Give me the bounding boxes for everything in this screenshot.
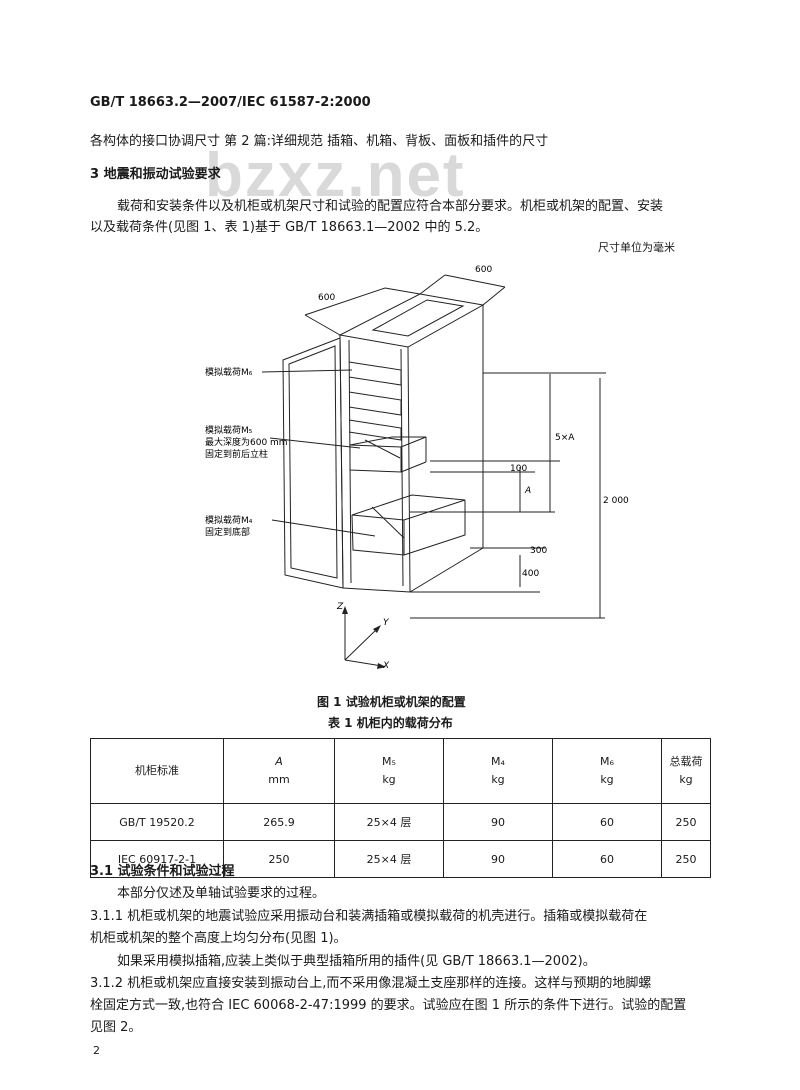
cabinet-top-panel (371, 299, 465, 337)
header-cabinet-standard: 机柜标准 (90, 738, 224, 804)
header-line1: 总载荷 (669, 755, 703, 769)
table-cell: 265.9 (223, 803, 335, 841)
section-3-1-2-line1: 3.1.2 机柜或机架应直接安装到振动台上,而不采用像混凝土支座那样的连接。这样… (90, 976, 652, 991)
label-load-m5-line1: 模拟载荷M₅ (205, 424, 253, 436)
standard-code: GB/T 18663.2—2007/IEC 61587-2:2000 (90, 95, 371, 110)
table-header-row: 机柜标准 A mm M₅ kg M₄ kg M₆ kg 总载荷 kg (90, 738, 711, 804)
section-3-1-2-line2: 栓固定方式一致,也符合 IEC 60068-2-47:1999 的要求。试验应在… (90, 998, 687, 1013)
axis-x-label: X (382, 661, 390, 671)
section-3-1-heading: 3.1 试验条件和试验过程 (90, 864, 235, 879)
section-3-intro-line2: 以及载荷条件(见图 1、表 1)基于 GB/T 18663.1—2002 中的 … (90, 220, 489, 235)
section-3-1-1-line1: 3.1.1 机柜或机架的地震试验应采用振动台和装满插箱或模拟载荷的机壳进行。插箱… (90, 909, 648, 924)
section-3-intro-line1: 载荷和安装条件以及机柜或机架尺寸和试验的配置应符合本部分要求。机柜或机架的配置、… (117, 199, 664, 214)
dim-100: 100 (510, 464, 527, 474)
table-cell: 250 (661, 840, 711, 878)
units-note: 尺寸单位为毫米 (598, 241, 675, 254)
table-cell: 90 (443, 840, 553, 878)
axis-z-label: Z (336, 602, 344, 612)
figure-1-caption: 图 1 试验机柜或机架的配置 (317, 695, 466, 709)
label-load-m6: 模拟载荷M₆ (205, 366, 253, 378)
table-cell: 90 (443, 803, 553, 841)
cabinet-top-face (338, 293, 485, 348)
series-title: 各构体的接口协调尺寸 第 2 篇:详细规范 插箱、机箱、背板、面板和插件的尺寸 (90, 134, 549, 149)
table-1-caption: 表 1 机柜内的载荷分布 (328, 716, 453, 730)
table-cell: IEC 60917-2-1 (90, 840, 224, 878)
header-line2: kg (600, 773, 614, 786)
axis-y-label: Y (383, 618, 390, 628)
table-row: GB/T 19520.2 265.9 25×4 层 90 60 250 (90, 803, 711, 841)
section-3-1-mock-paragraph: 如果采用模拟插箱,应装上类似于典型插箱所用的插件(见 GB/T 18663.1—… (117, 954, 596, 969)
header-line2: kg (679, 773, 693, 786)
header-line1: M₅ (382, 755, 396, 769)
section-3-1-p1: 本部分仅述及单轴试验要求的过程。 (117, 886, 326, 901)
dim-400: 400 (522, 569, 539, 579)
table-cell: GB/T 19520.2 (90, 803, 224, 841)
header-line2: kg (491, 773, 505, 786)
label-load-m5-line3: 固定到前后立柱 (205, 448, 268, 460)
table-cell: 25×4 层 (334, 803, 444, 841)
table-row: IEC 60917-2-1 250 25×4 层 90 60 250 (90, 840, 711, 878)
dim-300: 300 (530, 546, 547, 556)
table-cell: 60 (552, 840, 662, 878)
header-line2: mm (268, 773, 290, 786)
header-m4: M₄ kg (443, 738, 553, 804)
table-cell: 250 (223, 840, 335, 878)
dim-top-width: 600 (475, 265, 492, 275)
table-1: 机柜标准 A mm M₅ kg M₄ kg M₆ kg 总载荷 kg GB/T … (90, 738, 711, 878)
dim-a: A (524, 486, 531, 496)
label-load-m4-line2: 固定到底部 (205, 526, 250, 538)
watermark: bzxz.net (205, 141, 466, 210)
label-load-m5-line2: 最大深度为600 mm (205, 436, 288, 448)
header-a: A mm (223, 738, 335, 804)
header-line1: M₄ (491, 755, 505, 769)
table-cell: 250 (661, 803, 711, 841)
header-m5: M₅ kg (334, 738, 444, 804)
section-3-1-2-line3: 见图 2。 (90, 1020, 142, 1035)
page-number: 2 (93, 1044, 100, 1057)
header-line1: M₆ (600, 755, 614, 769)
header-line2: kg (382, 773, 396, 786)
header-total-load: 总载荷 kg (661, 738, 711, 804)
label-load-m4-line1: 模拟载荷M₄ (205, 514, 253, 526)
header-line1: 机柜标准 (135, 764, 179, 778)
figure-1-drawing: 600 600 模拟载荷M₆ 模拟载荷M₅ 最大深度为600 mm 固定到前后立… (205, 265, 629, 671)
section-3-heading: 3 地震和振动试验要求 (90, 167, 221, 182)
dim-top-depth: 600 (318, 293, 335, 303)
dim-5a: 5×A (555, 433, 575, 443)
table-cell: 60 (552, 803, 662, 841)
dim-2000: 2 000 (603, 496, 629, 506)
header-m6: M₆ kg (552, 738, 662, 804)
section-3-1-1-line2: 机柜或机架的整个高度上均匀分布(见图 1)。 (90, 931, 347, 946)
table-cell: 25×4 层 (334, 840, 444, 878)
header-line1: A (275, 755, 283, 769)
